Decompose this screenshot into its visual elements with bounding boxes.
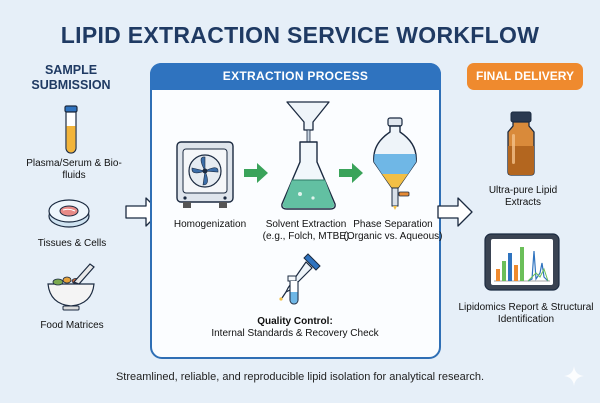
separatory-funnel-icon xyxy=(373,117,417,210)
report-tablet-icon xyxy=(484,233,560,291)
step-homogenization-label: Homogenization xyxy=(173,219,247,230)
step-solvent-label: Solvent Extraction xyxy=(265,219,347,230)
sample-submission-heading: SAMPLE SUBMISSION xyxy=(31,63,111,92)
petri-dish-icon xyxy=(48,199,90,228)
qc-label: Quality Control: xyxy=(257,316,333,327)
final-delivery-heading: FINAL DELIVERY xyxy=(467,63,583,90)
sample-plasma-label: Plasma/Serum & Bio-fluids xyxy=(26,158,122,181)
homogenizer-icon xyxy=(176,141,234,208)
sparkle-icon xyxy=(564,366,584,386)
step-phase-label: Phase Separation xyxy=(353,219,433,230)
extraction-process-heading: EXTRACTION PROCESS xyxy=(150,63,441,90)
sample-food-label: Food Matrices xyxy=(40,320,104,331)
test-tube-icon xyxy=(64,105,78,154)
step-solvent-sub: (e.g., Folch, MTBE) xyxy=(262,231,350,242)
flask-funnel-icon xyxy=(281,101,336,210)
footer-tagline: Streamlined, reliable, and reproducible … xyxy=(115,371,485,383)
qc-sub: Internal Standards & Recovery Check xyxy=(211,328,379,339)
green-arrow-2-icon xyxy=(339,163,363,183)
page-title: LIPID EXTRACTION SERVICE WORKFLOW xyxy=(60,22,540,48)
pipette-vial-icon xyxy=(279,253,321,305)
amber-vial-icon xyxy=(507,111,535,176)
green-arrow-1-icon xyxy=(244,163,268,183)
final-extracts-label: Ultra-pure Lipid Extracts xyxy=(488,185,558,208)
step-phase-sub: (Organic vs. Aqueous) xyxy=(343,231,443,242)
final-report-label: Lipidomics Report & Structural Identific… xyxy=(458,302,594,325)
arrow-out-process-icon xyxy=(437,197,473,227)
mortar-pestle-icon xyxy=(47,263,95,311)
sample-tissues-label: Tissues & Cells xyxy=(37,238,107,249)
